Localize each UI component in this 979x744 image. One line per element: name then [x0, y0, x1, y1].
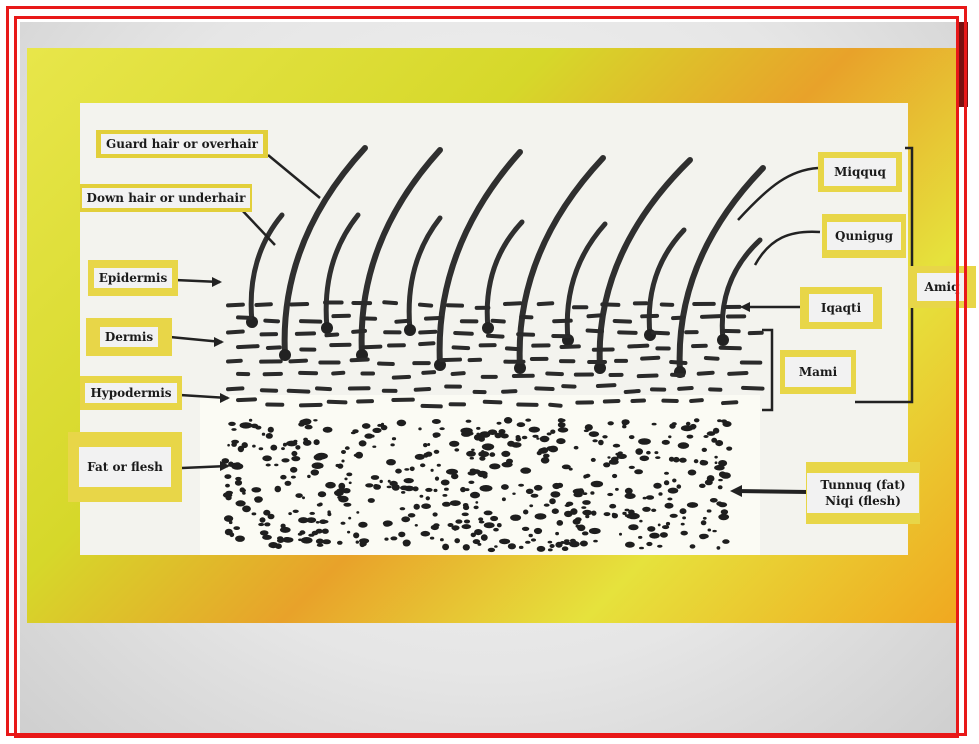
- inner-red-frame: [14, 16, 959, 738]
